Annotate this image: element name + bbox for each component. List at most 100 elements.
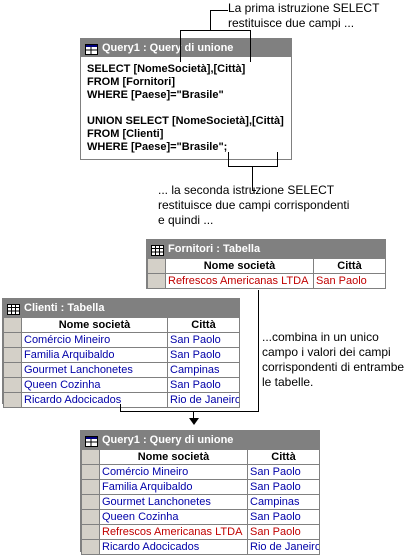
row-selector[interactable] xyxy=(81,509,100,525)
row-selector[interactable] xyxy=(81,539,100,555)
sql-query-window[interactable]: Query1 : Query di unione SELECT [NomeSoc… xyxy=(80,38,292,160)
row-selector-header[interactable] xyxy=(81,449,100,465)
arrow-down-icon xyxy=(189,418,199,425)
connector-line xyxy=(120,404,121,411)
cell-nome-societa[interactable]: Familia Arquibaldo xyxy=(21,347,168,363)
row-selector[interactable] xyxy=(81,464,100,480)
sql-line: WHERE [Paese]="Brasile" xyxy=(87,89,224,101)
cell-nome-societa[interactable]: Queen Cozinha xyxy=(99,509,248,525)
row-selector-header[interactable] xyxy=(3,317,22,333)
clienti-title: Clienti : Tabella xyxy=(24,302,105,314)
clienti-grid: Nome società Città Comércio Mineiro San … xyxy=(3,317,240,408)
caption-first-select: La prima istruzione SELECT restituisce d… xyxy=(228,1,380,30)
table-row[interactable]: Queen Cozinha San Paolo xyxy=(81,509,320,525)
cell-nome-societa[interactable]: Familia Arquibaldo xyxy=(99,479,248,495)
cell-nome-societa[interactable]: Comércio Mineiro xyxy=(99,464,248,480)
table-row[interactable]: Refrescos Americanas LTDA San Paolo xyxy=(81,524,320,540)
cell-nome-societa[interactable]: Gourmet Lanchonetes xyxy=(21,362,168,378)
cell-nome-societa[interactable]: Gourmet Lanchonetes xyxy=(99,494,248,510)
row-selector[interactable] xyxy=(3,332,22,348)
cell-citta[interactable]: San Paolo xyxy=(247,479,320,495)
table-row[interactable]: Familia Arquibaldo San Paolo xyxy=(3,347,240,363)
cell-citta[interactable]: San Paolo xyxy=(167,347,240,363)
cell-citta[interactable]: San Paolo xyxy=(247,524,320,540)
cell-nome-societa[interactable]: Refrescos Americanas LTDA xyxy=(165,273,314,289)
result-title-bar[interactable]: Query1 : Query di unione xyxy=(81,431,319,449)
connector-line xyxy=(120,411,259,412)
fornitori-table-window[interactable]: Fornitori : Tabella Nome società Città R… xyxy=(146,239,386,289)
callout-line xyxy=(180,30,181,62)
cell-nome-societa[interactable]: Refrescos Americanas LTDA xyxy=(99,524,248,540)
table-row[interactable]: Queen Cozinha San Paolo xyxy=(3,377,240,393)
cell-citta[interactable]: San Paolo xyxy=(167,332,240,348)
result-grid: Nome società Città Comércio Mineiro San … xyxy=(81,449,320,555)
callout-line xyxy=(210,10,211,30)
table-row[interactable]: Comércio Mineiro San Paolo xyxy=(3,332,240,348)
clienti-title-bar[interactable]: Clienti : Tabella xyxy=(3,299,239,317)
callout-line xyxy=(180,30,250,31)
cell-citta[interactable]: Rio de Janeiro xyxy=(167,392,240,408)
column-header[interactable]: Nome società xyxy=(99,449,248,465)
cell-citta[interactable]: San Paolo xyxy=(247,509,320,525)
result-query-window[interactable]: Query1 : Query di unione Nome società Ci… xyxy=(80,430,320,555)
column-header[interactable]: Nome società xyxy=(21,317,168,333)
sql-window-title: Query1 : Query di unione xyxy=(102,42,234,54)
table-icon xyxy=(151,244,164,256)
row-selector[interactable] xyxy=(81,479,100,495)
callout-line xyxy=(210,10,228,11)
cell-nome-societa[interactable]: Queen Cozinha xyxy=(21,377,168,393)
cell-citta[interactable]: San Paolo xyxy=(247,464,320,480)
query-icon xyxy=(85,43,98,55)
table-row[interactable]: Familia Arquibaldo San Paolo xyxy=(81,479,320,495)
row-selector[interactable] xyxy=(3,392,22,408)
callout-line xyxy=(250,30,251,62)
row-selector[interactable] xyxy=(3,362,22,378)
table-row[interactable]: Ricardo Adocicados Rio de Janeiro xyxy=(81,539,320,555)
column-header[interactable]: Città xyxy=(247,449,320,465)
fornitori-title-bar[interactable]: Fornitori : Tabella xyxy=(147,240,385,258)
row-selector-header[interactable] xyxy=(147,258,166,274)
cell-nome-societa[interactable]: Comércio Mineiro xyxy=(21,332,168,348)
fornitori-title: Fornitori : Tabella xyxy=(168,243,261,255)
row-selector[interactable] xyxy=(3,347,22,363)
row-selector[interactable] xyxy=(81,524,100,540)
cell-citta[interactable]: Rio de Janeiro xyxy=(247,539,320,555)
sql-line: FROM [Fornitori] xyxy=(87,76,175,88)
cell-nome-societa[interactable]: Ricardo Adocicados xyxy=(99,539,248,555)
query-icon xyxy=(85,435,98,447)
row-selector[interactable] xyxy=(147,273,166,289)
cell-citta[interactable]: Campinas xyxy=(167,362,240,378)
column-header[interactable]: Città xyxy=(313,258,386,274)
cell-citta[interactable]: San Paolo xyxy=(313,273,386,289)
column-header[interactable]: Città xyxy=(167,317,240,333)
cell-nome-societa[interactable]: Ricardo Adocicados xyxy=(21,392,168,408)
clienti-table-window[interactable]: Clienti : Tabella Nome società Città Com… xyxy=(2,298,240,408)
sql-line: FROM [Clienti] xyxy=(87,128,164,140)
callout-line xyxy=(277,152,278,167)
sql-line: UNION SELECT [NomeSocietà],[Città] xyxy=(87,115,284,127)
cell-citta[interactable]: San Paolo xyxy=(167,377,240,393)
callout-line xyxy=(228,152,229,166)
fornitori-grid: Nome società Città Refrescos Americanas … xyxy=(147,258,386,289)
row-selector[interactable] xyxy=(81,494,100,510)
table-row[interactable]: Gourmet Lanchonetes Campinas xyxy=(3,362,240,378)
callout-line xyxy=(252,166,253,190)
sql-text-area[interactable]: SELECT [NomeSocietà],[Città] FROM [Forni… xyxy=(81,57,291,158)
table-row[interactable]: Ricardo Adocicados Rio de Janeiro xyxy=(3,392,240,408)
column-header[interactable]: Nome società xyxy=(165,258,314,274)
connector-line xyxy=(193,411,194,420)
result-title: Query1 : Query di unione xyxy=(102,434,234,446)
sql-line: SELECT [NomeSocietà],[Città] xyxy=(87,63,246,75)
sql-window-title-bar[interactable]: Query1 : Query di unione xyxy=(81,39,291,57)
callout-line xyxy=(252,190,256,191)
cell-citta[interactable]: Campinas xyxy=(247,494,320,510)
caption-combine: ...combina in un unico campo i valori de… xyxy=(262,330,405,389)
caption-second-select: ... la seconda istruzione SELECT restitu… xyxy=(158,183,350,227)
row-selector[interactable] xyxy=(3,377,22,393)
connector-line xyxy=(258,290,259,411)
table-icon xyxy=(7,303,20,315)
table-row[interactable]: Gourmet Lanchonetes Campinas xyxy=(81,494,320,510)
table-row[interactable]: Comércio Mineiro San Paolo xyxy=(81,464,320,480)
sql-line xyxy=(87,102,285,115)
table-row[interactable]: Refrescos Americanas LTDA San Paolo xyxy=(147,273,386,289)
